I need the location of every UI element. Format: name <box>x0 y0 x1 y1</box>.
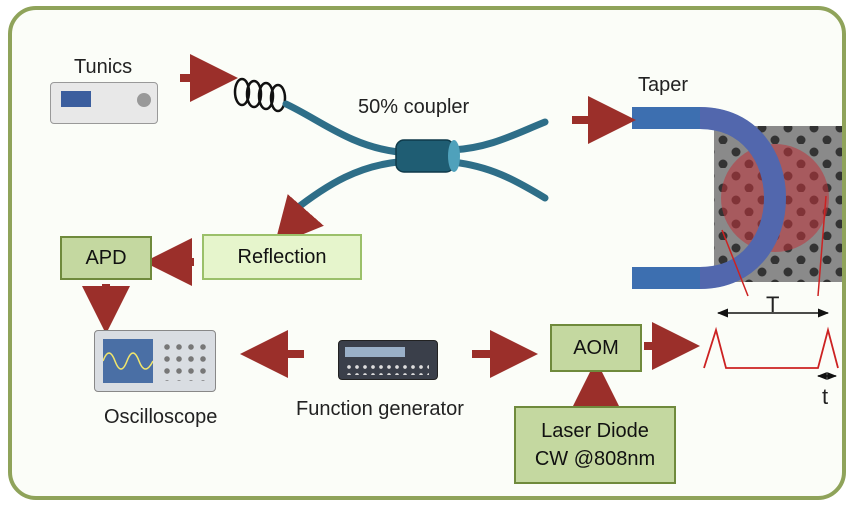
tunics-label: Tunics <box>74 56 133 78</box>
laser-diode-box: Laser Diode CW @808nm <box>514 406 676 484</box>
taper-label: Taper <box>638 74 689 96</box>
tunics-laser-device <box>50 82 158 124</box>
function-generator-device <box>338 340 438 380</box>
tunics-knob <box>137 93 151 107</box>
taper-fiber <box>632 107 786 289</box>
coupler-label: 50% coupler <box>358 96 470 118</box>
aom-label: AOM <box>573 337 619 359</box>
function-generator-buttons <box>345 363 429 375</box>
function-generator-display <box>345 347 405 357</box>
apd-label: APD <box>85 247 127 269</box>
oscilloscope-device <box>94 330 216 392</box>
aom-box: AOM <box>550 324 642 372</box>
pulse-width-label: t <box>822 384 829 409</box>
arrow-coupler-to-reflection <box>274 194 324 247</box>
signal-arrows <box>82 54 700 408</box>
apd-box: APD <box>60 236 152 280</box>
fiber-coil <box>233 77 287 113</box>
tunics-display <box>61 91 91 107</box>
oscilloscope-screen <box>103 339 153 383</box>
reflection-label: Reflection <box>237 246 327 268</box>
function-generator-label: Function generator <box>296 398 464 420</box>
oscilloscope-trace <box>103 352 153 370</box>
coupler-body <box>395 139 460 173</box>
reflection-box: Reflection <box>202 234 362 280</box>
period-label: T <box>766 292 780 317</box>
oscilloscope-controls <box>161 341 209 381</box>
pulse-waveform <box>703 326 839 369</box>
oscilloscope-label: Oscilloscope <box>104 406 218 428</box>
laser-diode-line1: Laser Diode <box>541 420 649 442</box>
laser-diode-line2: CW @808nm <box>534 448 656 470</box>
